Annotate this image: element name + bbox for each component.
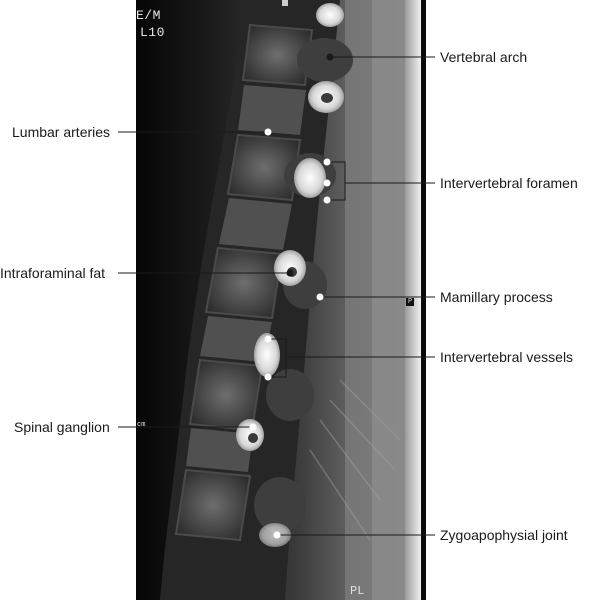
label-lumbar-arteries: Lumbar arteries (12, 124, 111, 140)
marker-dots (249, 53, 334, 539)
scanner-mark (282, 0, 288, 6)
scan-info-line2: L10 (140, 25, 165, 40)
scanner-mark (406, 298, 414, 306)
label-mamillary-process: Mamillary process (440, 289, 553, 305)
label-intraforaminal-fat: Intraforaminal fat (0, 265, 106, 281)
scan-info-line1: E/M (136, 8, 161, 23)
scan-small-mark: cm (137, 421, 146, 429)
label-vertebral-arch: Vertebral arch (440, 49, 528, 65)
mri-image (136, 0, 426, 600)
label-zygoapophysial-joint: Zygoapophysial joint (440, 527, 568, 543)
scan-side-mark: P (408, 298, 413, 306)
label-intervertebral-foramen: Intervertebral foramen (440, 175, 578, 191)
scan-bottom-mark: PL (350, 584, 365, 598)
leader-lines (118, 56, 435, 536)
label-spinal-ganglion: Spinal ganglion (14, 419, 110, 435)
label-intervertebral-vessels: Intervertebral vessels (440, 349, 574, 365)
